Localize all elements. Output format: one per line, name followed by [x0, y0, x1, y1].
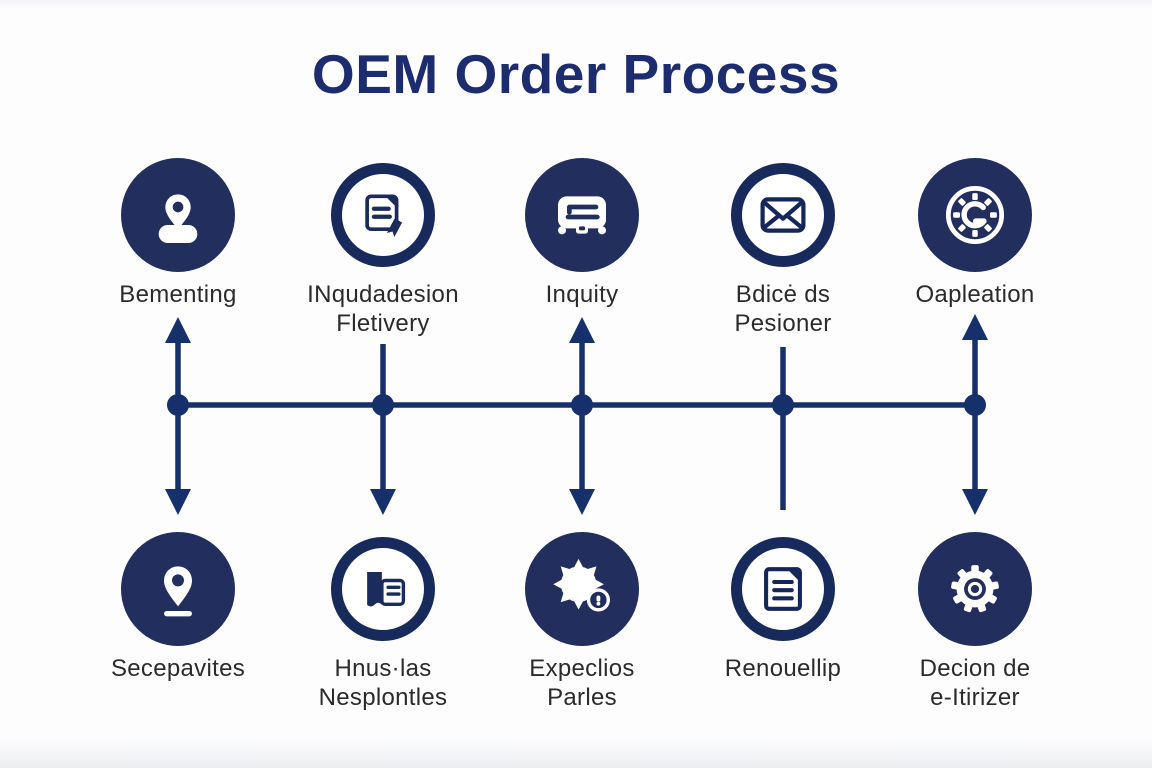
step-label: INqudadesion Fletivery — [307, 280, 459, 338]
step-top-5: Oapleation — [860, 158, 1090, 309]
step-label-line: Secepavites — [110, 655, 246, 682]
step-badge — [525, 158, 639, 272]
step-bottom-4: Renouellip — [668, 532, 898, 683]
folder-book-icon — [367, 572, 406, 607]
step-label-line: Oapleation — [915, 281, 1035, 308]
step-label: Bementing — [119, 280, 236, 309]
step-top-2: INqudadesion Fletivery — [268, 158, 498, 338]
storage-box-icon — [558, 196, 606, 235]
step-label-line: Pesioner — [734, 310, 832, 337]
top-edge-band — [0, 0, 1152, 8]
step-bottom-2: Hnus·las Nesplontles — [268, 532, 498, 712]
envelope-icon — [760, 197, 806, 233]
location-pin-icon — [164, 566, 192, 617]
step-badge — [731, 163, 835, 267]
step-badge — [918, 532, 1032, 646]
step-label: Decion de e-Itirizer — [920, 654, 1031, 712]
step-label: Oapleation — [915, 280, 1034, 309]
step-bottom-3: Expeclios Parles — [467, 532, 697, 712]
step-label: Inquity — [546, 280, 619, 309]
step-label: Renouellip — [725, 654, 841, 683]
step-bottom-1: Secepavites — [63, 532, 293, 683]
step-label-line: e-Itirizer — [930, 684, 1020, 711]
step-badge — [731, 537, 835, 641]
cog-icon — [951, 565, 999, 613]
person-location-icon — [158, 194, 198, 243]
step-label: Hnus·las Nesplontles — [319, 654, 448, 712]
step-top-4: Bdicė ds Pesioner — [668, 158, 898, 338]
gear-g-icon — [945, 185, 1005, 245]
step-top-3: Inquity — [467, 158, 697, 309]
step-label-line: INqudadesion — [307, 281, 459, 308]
step-label-line: Renouellip — [724, 655, 842, 682]
step-bottom-5: Decion de e-Itirizer — [860, 532, 1090, 712]
step-label: Secepavites — [111, 654, 245, 683]
step-badge — [331, 537, 435, 641]
step-label-line: Bementing — [119, 281, 237, 308]
step-label-line: Bdicė ds — [735, 281, 831, 308]
step-label-line: Expeclios — [529, 655, 635, 682]
step-label-line: Hnus·las — [334, 655, 432, 682]
step-label: Bdicė ds Pesioner — [734, 280, 831, 338]
step-label: Expeclios Parles — [529, 654, 634, 712]
step-badge — [525, 532, 639, 646]
spiky-gear-badge-icon — [553, 558, 611, 612]
step-badge — [331, 163, 435, 267]
step-badge — [121, 532, 235, 646]
document-ribbon-icon — [365, 194, 403, 237]
step-badge — [918, 158, 1032, 272]
document-lines-icon — [764, 567, 802, 611]
step-label-line: Inquity — [545, 281, 619, 308]
step-label-line: Fletivery — [336, 310, 430, 337]
step-label-line: Nesplontles — [318, 684, 448, 711]
bottom-edge-band — [0, 738, 1152, 768]
step-label-line: Parles — [547, 684, 617, 711]
page-title: OEM Order Process — [311, 43, 841, 105]
step-label-line: Decion de — [919, 655, 1031, 682]
step-top-1: Bementing — [63, 158, 293, 309]
step-badge — [121, 158, 235, 272]
